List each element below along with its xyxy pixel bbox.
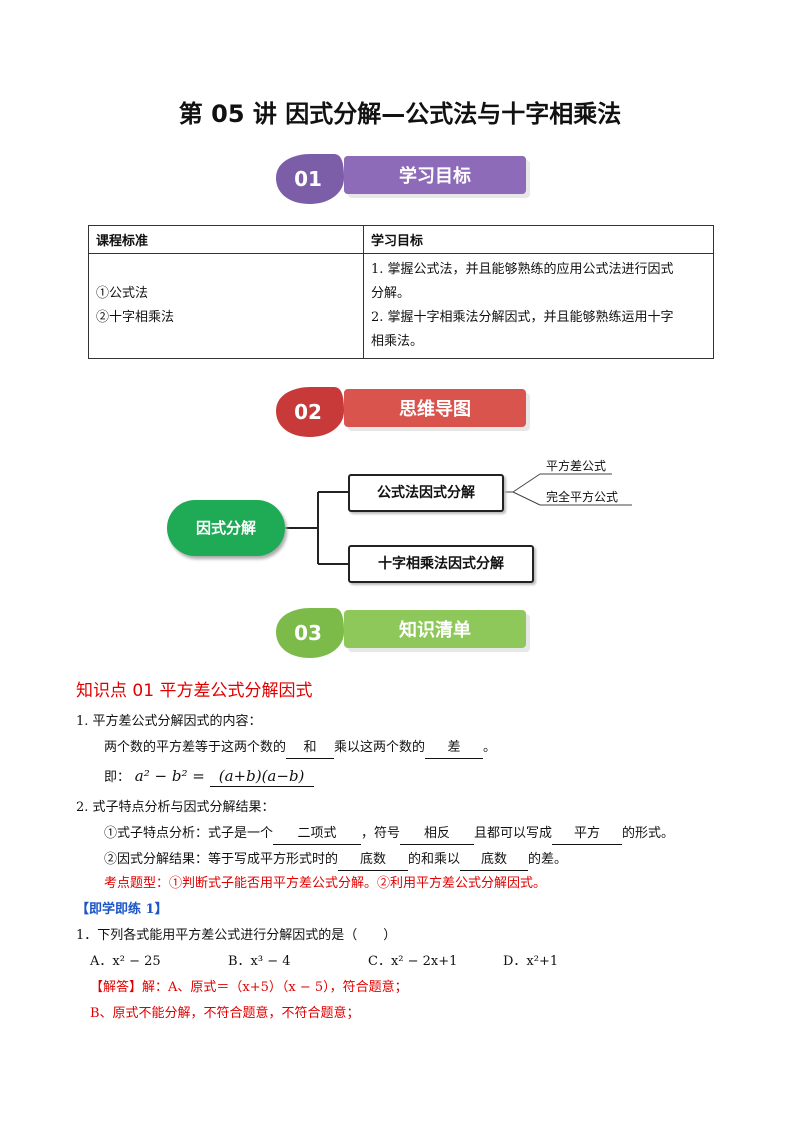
- option-a: A．x² − 25: [90, 954, 161, 969]
- goal-line: 分解。: [371, 286, 411, 301]
- blank-base-2: 底数: [460, 850, 529, 871]
- goal-cell: 1. 掌握公式法，并且能够熟练的应用公式法进行因式 分解。 2. 掌握十字相乘法…: [363, 253, 714, 359]
- knowledge-point-title: 知识点 01 平方差公式分解因式: [76, 681, 313, 701]
- blank-difference: 差: [425, 738, 484, 759]
- kp-line-5: ①式子特点分析：式子是一个二项式，符号相反且都可以写成平方的形式。: [104, 824, 674, 845]
- banner-label: 学习目标: [399, 165, 471, 187]
- blank-binomial: 二项式: [273, 824, 362, 845]
- standard-item: ②十字相乘法: [96, 310, 175, 325]
- kp-line-2: 两个数的平方差等于这两个数的和乘以这两个数的差。: [104, 738, 496, 759]
- kp-line-6: ②因式分解结果：等于写成平方形式时的底数的和乘以底数的差。: [104, 850, 567, 871]
- mindmap-connectors: [285, 473, 632, 565]
- banner-label: 思维导图: [399, 398, 471, 420]
- goal-line: 1. 掌握公式法，并且能够熟练的应用公式法进行因式: [371, 262, 674, 277]
- mindmap-root: 因式分解: [167, 500, 285, 556]
- col-header-goal: 学习目标: [363, 225, 714, 254]
- standard-item: ①公式法: [96, 286, 149, 301]
- blank-opposite: 相反: [400, 824, 475, 845]
- banner-num: 02: [294, 400, 322, 424]
- blank-base-1: 底数: [338, 850, 409, 871]
- banner-label: 知识清单: [399, 619, 471, 641]
- answer-line-1: 【解答】解：A、原式＝（x+5）（x − 5），符合题意；: [90, 980, 408, 995]
- formula-answer: (a+b)(a−b): [209, 766, 314, 787]
- option-d: D．x²+1: [503, 954, 559, 969]
- question-1: 1．下列各式能用平方差公式进行分解因式的是（ ）: [76, 928, 397, 943]
- blank-square: 平方: [552, 824, 623, 845]
- blank-sum: 和: [286, 738, 335, 759]
- kp-exam-types: 考点题型：①判断式子能否用平方差公式分解。②利用平方差公式分解因式。: [104, 876, 547, 891]
- option-c: C．x² − 2x+1: [368, 954, 458, 969]
- kp-line-1: 1. 平方差公式分解因式的内容：: [76, 714, 262, 729]
- mindmap-branch-cross: 十字相乘法因式分解: [348, 545, 534, 583]
- goal-line: 相乘法。: [371, 334, 424, 349]
- banner-01: 01 学习目标: [272, 150, 532, 206]
- practice-heading: 【即学即练 1】: [76, 902, 168, 917]
- course-table: 课程标准 学习目标 ①公式法 ②十字相乘法 1. 掌握公式法，并且能够熟练的应用…: [88, 225, 714, 359]
- banner-num: 01: [294, 167, 322, 191]
- page-title: 第 05 讲 因式分解—公式法与十字相乘法: [178, 100, 622, 128]
- col-header-standard: 课程标准: [88, 225, 364, 254]
- formula-left: a² − b² =: [134, 767, 205, 785]
- standard-cell: ①公式法 ②十字相乘法: [88, 253, 364, 359]
- banner-03: 03 知识清单: [272, 604, 532, 660]
- goal-line: 2. 掌握十字相乘法分解因式，并且能够熟练运用十字: [371, 310, 674, 325]
- kp-line-4: 2. 式子特点分析与因式分解结果：: [76, 800, 275, 815]
- answer-line-2: B、原式不能分解，不符合题意，不符合题意；: [90, 1006, 360, 1021]
- mindmap-leaf-difference-of-squares: 平方差公式: [546, 459, 607, 473]
- option-b: B．x³ − 4: [228, 954, 291, 969]
- banner-02: 02 思维导图: [272, 383, 532, 439]
- kp-line-3: 即： a² − b² = (a+b)(a−b): [104, 766, 314, 788]
- banner-num: 03: [294, 621, 322, 645]
- mindmap-branch-formula: 公式法因式分解: [348, 474, 504, 512]
- mindmap-leaf-perfect-square: 完全平方公式: [546, 490, 619, 504]
